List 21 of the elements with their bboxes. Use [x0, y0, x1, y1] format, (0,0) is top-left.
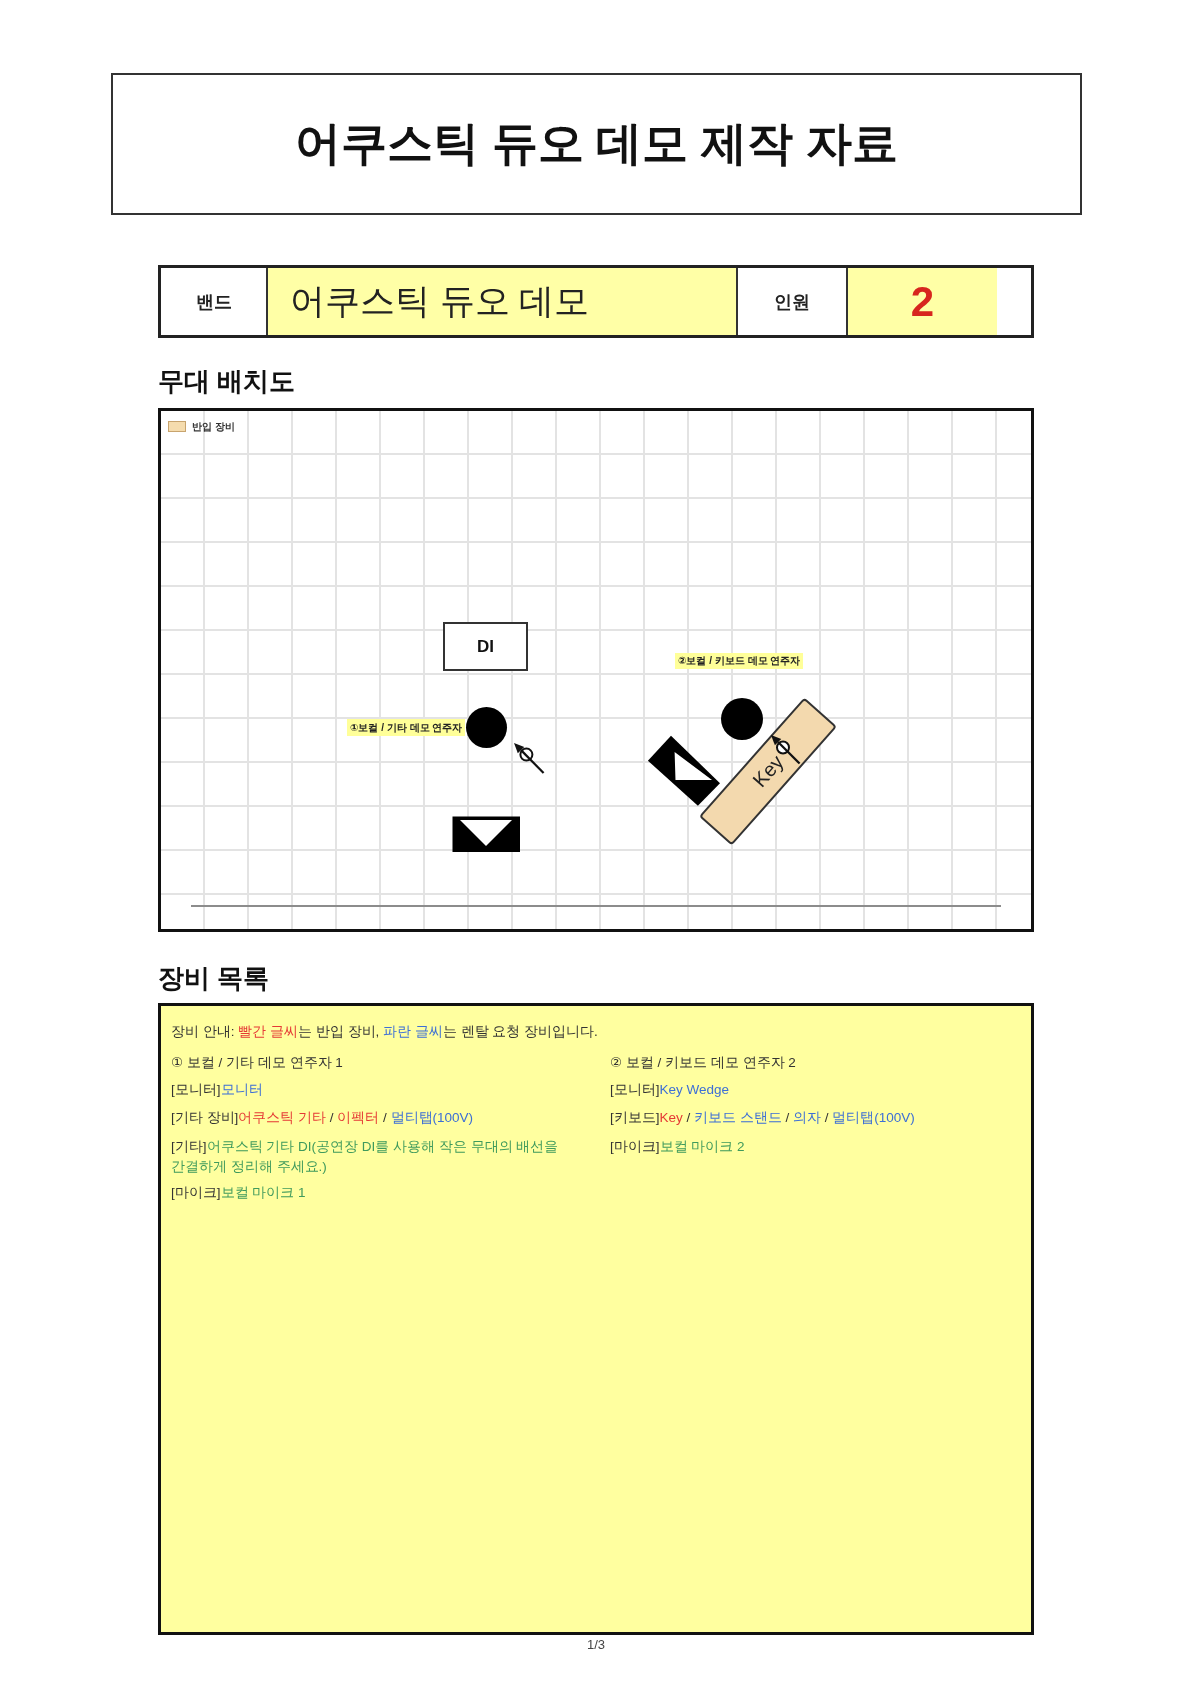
equipment-item: [마이크]보컬 마이크 1	[171, 1184, 306, 1202]
equipment-item: [기타 장비]어쿠스틱 기타 / 이펙터 / 멀티탭(100V)	[171, 1109, 474, 1127]
page-number: 1/3	[586, 1636, 606, 1654]
performer-heading: ② 보컬 / 키보드 데모 연주자 2	[610, 1054, 796, 1072]
section-heading: 장비 목록	[158, 962, 270, 995]
equipment-item: [모니터]Key Wedge	[610, 1081, 730, 1099]
value-cell: 어쿠스틱 듀오 데모	[268, 268, 738, 335]
caption-label: ②보컬 / 키보드 데모 연주자	[675, 653, 804, 669]
di-box: DI	[443, 622, 528, 671]
equipment-item: [키보드]Key / 키보드 스탠드 / 의자 / 멀티탭(100V)	[610, 1109, 915, 1127]
equipment-item: [마이크]보컬 마이크 2	[610, 1138, 745, 1156]
equipment-item: [기타]어쿠스틱 기타 DI(공연장 DI를 사용해 작은 무대의 배선을 간결하게 정리해 주세요.)	[171, 1138, 560, 1176]
note-text: 장비 안내: 빨간 글씨는 반입 장비, 파란 글씨는 렌탈 요청 장비입니다.	[171, 1023, 598, 1041]
equipment-item: [모니터]모니터	[171, 1081, 263, 1099]
title-box: 어쿠스틱 듀오 데모 제작 자료	[111, 73, 1082, 215]
performer-heading: ① 보컬 / 기타 데모 연주자 1	[171, 1054, 343, 1072]
legend-label: 반입 장비	[192, 420, 235, 433]
value-cell: 2	[848, 268, 997, 335]
caption-label: ①보컬 / 기타 데모 연주자	[347, 719, 466, 736]
keyboard-label: Key	[748, 751, 787, 791]
section-heading: 무대 배치도	[158, 365, 296, 398]
